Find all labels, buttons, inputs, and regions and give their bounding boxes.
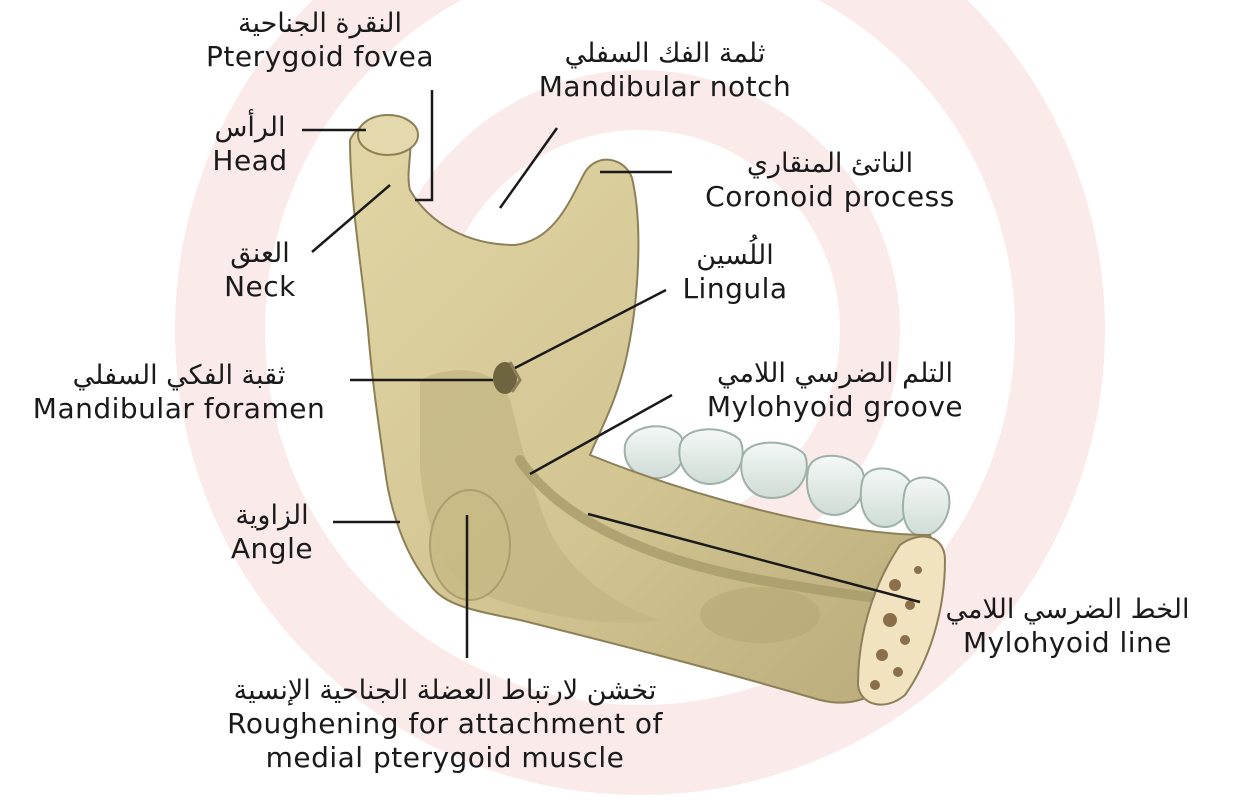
label-mylohyoid-groove: التلم الضرسي اللامي Mylohyoid groove bbox=[675, 358, 995, 424]
label-pterygoid-fovea: النقرة الجناحية Pterygoid fovea bbox=[190, 8, 450, 74]
submandibular-fossa bbox=[700, 587, 820, 643]
label-mandibular-foramen: ثقبة الفكي السفلي Mandibular foramen bbox=[4, 360, 354, 426]
label-neck: العنق Neck bbox=[210, 238, 310, 304]
label-mylohyoid-line: الخط الضرسي اللامي Mylohyoid line bbox=[905, 594, 1230, 660]
label-head: الرأس Head bbox=[200, 112, 300, 178]
label-coronoid-process: الناتئ المنقاري Coronoid process bbox=[675, 148, 985, 214]
condyle-head bbox=[358, 115, 418, 155]
label-roughening: تخشن لارتباط العضلة الجناحية الإنسية Rou… bbox=[150, 675, 740, 775]
label-lingula: اللُسين Lingula bbox=[660, 240, 810, 306]
label-mandibular-notch: ثلمة الفك السفلي Mandibular notch bbox=[505, 38, 825, 104]
label-angle: الزاوية Angle bbox=[212, 500, 332, 566]
angle-roughening bbox=[430, 490, 510, 600]
